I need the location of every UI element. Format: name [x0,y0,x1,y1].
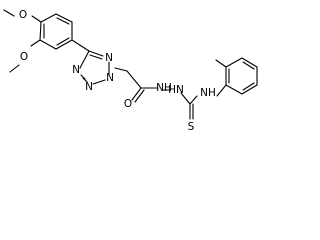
atom-label-n-tz-left1: N [72,64,80,76]
bond-lines [3,9,258,120]
atom-label-nh-hydrazide: NH [156,82,172,94]
atom-label-o-carbonyl: O [124,98,132,110]
bond-phenyl-6 [39,21,42,41]
bond-tolyl-inner-1 [242,82,255,91]
atom-label-nh-thiourea: NH [200,87,216,99]
bond-phenyl-inner-2 [56,37,70,46]
bond-tz-3 [92,79,106,85]
bond-carbonyl-o-1 [131,87,142,101]
atom-label-o-methoxy-1: O [19,9,27,21]
bond-ch2-carbonyl [126,70,142,89]
bond-tolyl-inner-2 [242,61,255,70]
bond-o1-ring [31,15,42,23]
bond-tz-5 [79,50,90,69]
atom-label-o-methoxy-2: O [20,51,28,63]
bond-phenyl-inner-1 [56,17,70,25]
bond-methyl-o1 [3,9,15,17]
atom-label-n-tz-left2: N [85,81,93,93]
bond-tz-4b [80,74,86,80]
bond-n-ch2 [114,67,128,72]
bond-o2-methyl [9,64,20,73]
atom-labels: O O N N N N O NH HN NH S [19,9,216,133]
atom-label-hn-hydrazide: HN [168,84,184,96]
bond-tz-4 [82,77,88,83]
bond-phenyl-5 [39,39,57,50]
atom-label-n-tz-right: N [106,72,114,84]
bond-tz-1b [89,54,103,60]
bond-phenyl-tetrazole [71,39,90,52]
bond-tolyl-1 [225,84,243,95]
bond-phenyl-2 [55,13,73,23]
bond-tolyl-5 [225,57,243,68]
bond-hn-c [180,92,191,105]
bond-carbonyl-o-2 [134,89,145,103]
bond-ring-o2 [30,39,41,47]
bond-tolyl-2 [241,84,258,95]
bond-tolyl-methyl [215,59,227,68]
bond-phenyl-4 [55,39,73,50]
bond-nh-tolyl [216,84,227,97]
bond-phenyl-1 [40,13,57,23]
atom-label-n-tz-top: N [105,52,113,64]
molecule-structure-diagram: O O N N N N O NH HN NH S [3,9,258,133]
atom-label-s-thione: S [188,121,195,133]
bond-c-nh [189,95,198,105]
bond-tz-1 [88,50,104,57]
bond-tolyl-4 [241,57,258,68]
